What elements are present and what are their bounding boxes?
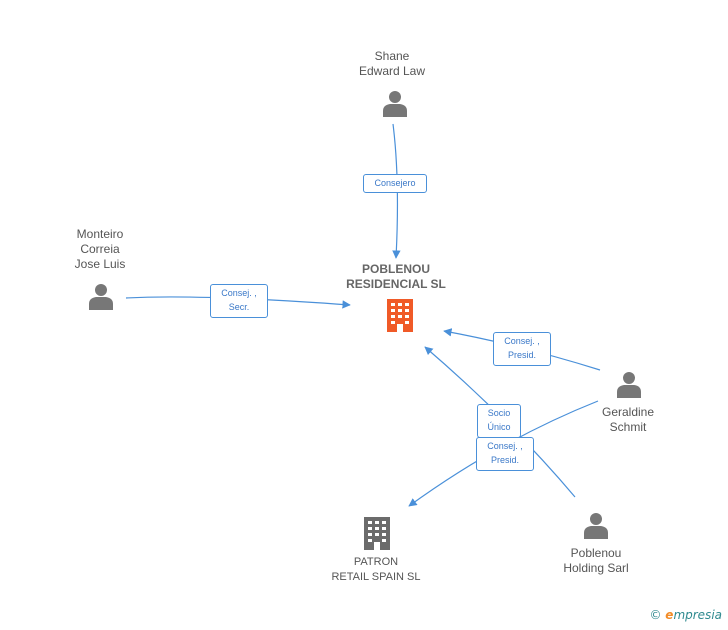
role-badge-consej-secr[interactable]: Consej. , Secr. (210, 284, 268, 318)
company-label-poblenou-residencial[interactable]: POBLENOU RESIDENCIAL SL (346, 262, 446, 291)
role-badge-consej-presid[interactable]: Consej. , Presid. (493, 332, 551, 366)
role-badge-socio-unico[interactable]: Socio Único (477, 404, 521, 438)
brand-e: e (665, 608, 674, 622)
person-label-poblenou-holding[interactable]: Poblenou Holding Sarl (563, 546, 629, 575)
copyright-symbol: © (649, 608, 662, 622)
brand-name: mpresia (673, 608, 722, 622)
person-label-monteiro[interactable]: Monteiro Correia Jose Luis (74, 227, 126, 271)
person-icon[interactable] (615, 370, 643, 398)
person-icon[interactable] (381, 89, 409, 117)
person-label-shane[interactable]: Shane Edward Law (358, 49, 426, 78)
person-icon[interactable] (582, 511, 610, 539)
company-label-patron[interactable]: PATRON RETAIL SPAIN SL (331, 556, 421, 583)
person-label-geraldine[interactable]: Geraldine Schmit (601, 405, 655, 434)
empresia-logo: © empresia (649, 608, 722, 622)
role-badge-consejero[interactable]: Consejero (363, 174, 427, 193)
role-badge-consej-presid-patron[interactable]: Consej. , Presid. (476, 437, 534, 471)
person-icon[interactable] (87, 282, 115, 310)
building-icon[interactable] (362, 516, 392, 550)
building-icon[interactable] (384, 298, 416, 332)
